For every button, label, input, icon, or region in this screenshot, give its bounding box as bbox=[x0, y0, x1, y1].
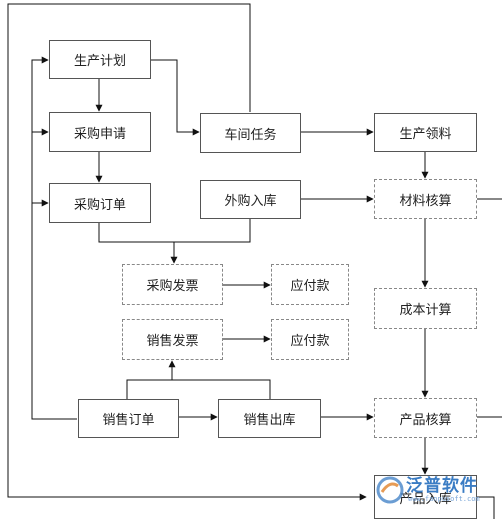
node-label: 采购订单 bbox=[73, 197, 126, 213]
node-label: 销售发票 bbox=[146, 334, 199, 349]
node-label: 采购申请 bbox=[73, 126, 126, 142]
node-label: 生产计划 bbox=[73, 54, 126, 69]
node-sales-order: 销售订单 bbox=[78, 399, 179, 438]
watermark-logo-icon bbox=[376, 476, 404, 504]
node-label: 外购入库 bbox=[224, 194, 277, 209]
connector-plan-to-task bbox=[151, 59, 200, 136]
node-label: 应付款 bbox=[290, 334, 330, 349]
node-label: 销售订单 bbox=[102, 413, 155, 428]
connector-sales-merge bbox=[126, 379, 271, 399]
node-cost-calculation: 成本计算 bbox=[374, 288, 477, 329]
node-purchase-invoice: 采购发票 bbox=[122, 264, 223, 305]
node-label: 销售出库 bbox=[243, 413, 296, 428]
node-payable-1: 应付款 bbox=[271, 264, 349, 305]
connector-right-exit-3 bbox=[477, 496, 495, 519]
connector-left-feedback bbox=[31, 56, 77, 420]
node-sales-outbound: 销售出库 bbox=[218, 399, 321, 438]
node-label: 产品入库 bbox=[399, 491, 452, 507]
node-outsourced-inbound: 外购入库 bbox=[200, 180, 301, 219]
node-label: 生产领料 bbox=[399, 127, 452, 142]
node-label: 采购发票 bbox=[146, 279, 199, 294]
node-label: 材料核算 bbox=[399, 193, 452, 209]
node-sales-invoice: 销售发票 bbox=[122, 319, 223, 360]
node-product-inbound: 产品入库 bbox=[374, 475, 477, 519]
connector-top-loop bbox=[7, 3, 367, 501]
node-purchase-order: 采购订单 bbox=[49, 183, 151, 223]
watermark-url: www.fanpusoft.com bbox=[408, 495, 480, 503]
node-label: 车间任务 bbox=[224, 127, 277, 143]
node-label: 应付款 bbox=[290, 279, 330, 294]
node-label: 成本计算 bbox=[399, 303, 452, 318]
node-product-accounting: 产品核算 bbox=[374, 398, 477, 438]
node-payable-2: 应付款 bbox=[271, 319, 349, 360]
watermark-name: 泛普软件 bbox=[406, 476, 478, 496]
node-production-material: 生产领料 bbox=[374, 113, 477, 152]
node-workshop-task: 车间任务 bbox=[200, 113, 301, 153]
node-material-accounting: 材料核算 bbox=[374, 179, 477, 219]
node-purchase-request: 采购申请 bbox=[49, 112, 151, 152]
node-production-plan: 生产计划 bbox=[49, 40, 151, 79]
node-label: 产品核算 bbox=[399, 412, 452, 428]
watermark: 泛普软件 www.fanpusoft.com bbox=[372, 468, 500, 514]
